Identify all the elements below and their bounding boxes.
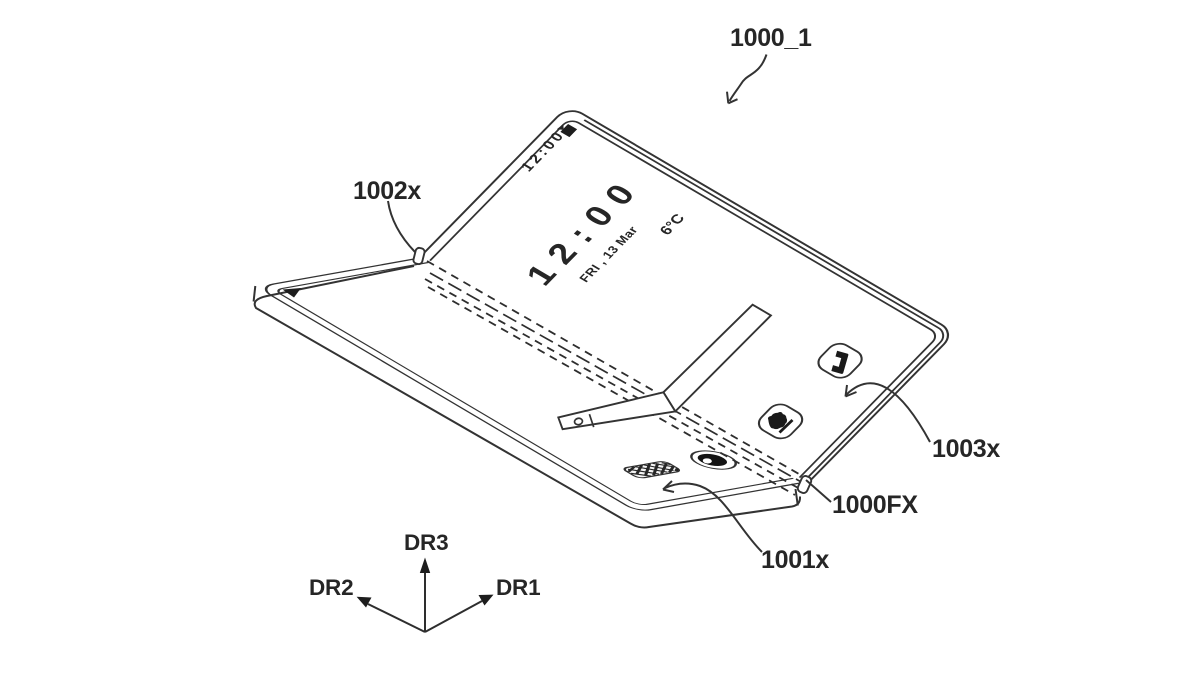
svg-text:1000FX: 1000FX (832, 491, 918, 519)
svg-text:12:00: 12:00 (518, 128, 570, 175)
svg-text:1001x: 1001x (761, 546, 829, 574)
svg-text:DR1: DR1 (496, 575, 540, 600)
svg-text:DR3: DR3 (404, 530, 448, 555)
svg-text:DR2: DR2 (309, 575, 353, 600)
svg-text:1000_1: 1000_1 (730, 24, 812, 52)
svg-text:6°C: 6°C (656, 211, 688, 238)
svg-text:1002x: 1002x (353, 177, 421, 205)
svg-text:1003x: 1003x (932, 435, 1000, 463)
